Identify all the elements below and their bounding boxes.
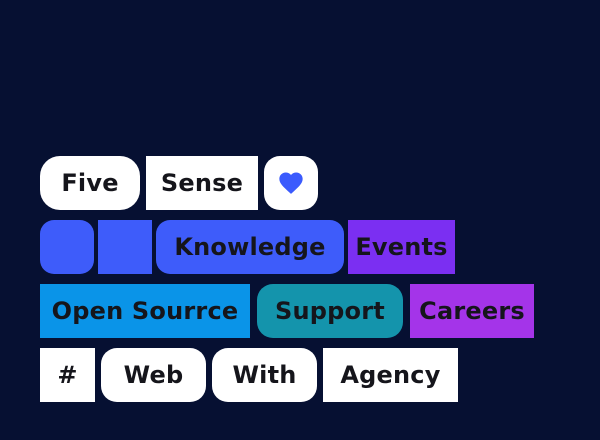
tag-five[interactable]: Five (40, 156, 140, 210)
tag-careers[interactable]: Careers (410, 284, 534, 338)
tag-sense[interactable]: Sense (146, 156, 258, 210)
tag-web[interactable]: Web (101, 348, 206, 402)
tag-open-source[interactable]: Open Sourrce (40, 284, 250, 338)
tag-support[interactable]: Support (257, 284, 403, 338)
tag-cloud: Five Sense Knowledge Events Open Sourrce… (40, 156, 534, 402)
blue-square-tile-2[interactable] (98, 220, 152, 274)
tag-hash[interactable]: # (40, 348, 95, 402)
tag-with[interactable]: With (212, 348, 317, 402)
tag-knowledge[interactable]: Knowledge (156, 220, 344, 274)
blue-square-tile-1[interactable] (40, 220, 94, 274)
tag-row-1: Five Sense (40, 156, 534, 210)
heart-icon (279, 172, 303, 194)
tag-row-3: Open Sourrce Support Careers (40, 284, 534, 338)
tag-agency[interactable]: Agency (323, 348, 458, 402)
tag-events[interactable]: Events (348, 220, 455, 274)
tag-row-4: # Web With Agency (40, 348, 534, 402)
heart-button[interactable] (264, 156, 318, 210)
tag-row-2: Knowledge Events (40, 220, 534, 274)
